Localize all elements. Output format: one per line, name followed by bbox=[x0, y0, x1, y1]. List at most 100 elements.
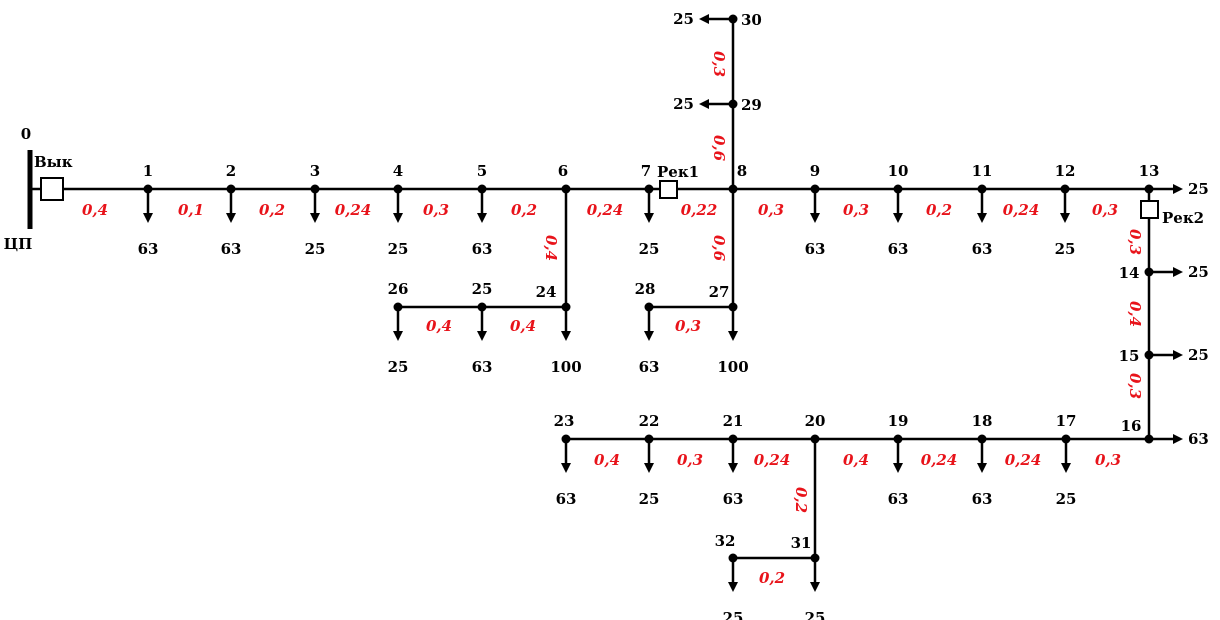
arrow-down-icon bbox=[728, 582, 738, 592]
node-label-7: 7 bbox=[641, 162, 651, 180]
load-32: 25 bbox=[723, 558, 744, 620]
segment-label-8-29: 0,6 bbox=[710, 135, 728, 162]
device-rek1-label: Рек1 bbox=[657, 163, 699, 181]
load-2: 63 bbox=[221, 189, 241, 258]
node-dot-14 bbox=[1144, 267, 1154, 277]
node-dot-22 bbox=[644, 434, 654, 444]
node-label-31: 31 bbox=[791, 534, 812, 552]
node-label-8: 8 bbox=[737, 162, 747, 180]
load-7: 25 bbox=[639, 189, 659, 258]
segment-label-21-22: 0,3 bbox=[677, 451, 703, 469]
segment-label-25-26: 0,4 bbox=[426, 317, 452, 335]
load-label-26: 25 bbox=[388, 358, 409, 376]
node-label-28: 28 bbox=[635, 280, 656, 298]
arrow-down-icon bbox=[644, 213, 654, 223]
segment-label-27-28: 0,3 bbox=[675, 317, 701, 335]
load-label-3: 25 bbox=[305, 240, 326, 258]
node-label-23: 23 bbox=[554, 412, 575, 430]
arrow-down-icon bbox=[226, 213, 236, 223]
load-25: 63 bbox=[472, 307, 492, 376]
node-dot-10 bbox=[893, 184, 903, 194]
load-26: 25 bbox=[388, 307, 409, 376]
load-label-27: 100 bbox=[717, 358, 748, 376]
load-label-28: 63 bbox=[639, 358, 660, 376]
bus-label: ЦП bbox=[4, 235, 33, 253]
node-label-16: 16 bbox=[1121, 417, 1142, 435]
segment-label-8-27: 0,6 bbox=[710, 235, 728, 262]
load-11: 63 bbox=[972, 189, 993, 258]
load-label-21: 63 bbox=[723, 490, 744, 508]
node-label-0: 0 bbox=[21, 125, 31, 143]
load-label-29: 25 bbox=[673, 95, 694, 113]
node-dot-8 bbox=[728, 184, 738, 194]
node-label-32: 32 bbox=[715, 532, 736, 550]
load-12: 25 bbox=[1055, 189, 1076, 258]
load-18: 63 bbox=[972, 439, 993, 508]
segment-label-20-21: 0,24 bbox=[754, 451, 791, 469]
load-label-18: 63 bbox=[972, 490, 993, 508]
device-rek1-box bbox=[659, 180, 678, 199]
load-28: 63 bbox=[639, 307, 660, 376]
segment-label-15-16: 0,3 bbox=[1126, 373, 1144, 399]
load-label-1: 63 bbox=[138, 240, 159, 258]
node-dot-1 bbox=[143, 184, 153, 194]
node-dot-12 bbox=[1060, 184, 1070, 194]
node-label-13: 13 bbox=[1139, 162, 1160, 180]
node-label-26: 26 bbox=[388, 280, 409, 298]
node-label-25: 25 bbox=[472, 280, 493, 298]
load-label-12: 25 bbox=[1055, 240, 1076, 258]
node-label-10: 10 bbox=[888, 162, 909, 180]
node-label-30: 30 bbox=[741, 11, 762, 29]
segment-label-7-8: 0,22 bbox=[681, 201, 718, 219]
node-label-22: 22 bbox=[639, 412, 660, 430]
load-24: 100 bbox=[550, 307, 582, 376]
node-label-14: 14 bbox=[1119, 264, 1140, 282]
load-3: 25 bbox=[305, 189, 326, 258]
device-vyk-label: Вык bbox=[34, 153, 73, 171]
node-label-21: 21 bbox=[723, 412, 744, 430]
arrow-left-icon bbox=[699, 14, 709, 24]
load-9: 63 bbox=[805, 189, 825, 258]
node-dot-29 bbox=[728, 99, 738, 109]
node-label-15: 15 bbox=[1119, 347, 1140, 365]
arrow-down-icon bbox=[810, 213, 820, 223]
segment-label-20-31: 0,2 bbox=[792, 487, 810, 513]
segment-label-3-4: 0,24 bbox=[335, 201, 372, 219]
node-dot-28 bbox=[644, 302, 654, 312]
load-13: 25 bbox=[1149, 180, 1209, 198]
segment-label-22-23: 0,4 bbox=[594, 451, 620, 469]
load-10: 63 bbox=[888, 189, 909, 258]
load-label-11: 63 bbox=[972, 240, 993, 258]
node-dot-19 bbox=[893, 434, 903, 444]
node-label-9: 9 bbox=[810, 162, 820, 180]
arrow-down-icon bbox=[1061, 463, 1071, 473]
node-dot-32 bbox=[728, 553, 738, 563]
node-label-18: 18 bbox=[972, 412, 993, 430]
segment-label-6-7: 0,24 bbox=[587, 201, 624, 219]
load-19: 63 bbox=[888, 439, 908, 508]
load-label-32: 25 bbox=[723, 609, 744, 620]
arrow-down-icon bbox=[477, 213, 487, 223]
node-dot-18 bbox=[977, 434, 987, 444]
arrow-down-icon bbox=[393, 213, 403, 223]
node-dot-9 bbox=[810, 184, 820, 194]
node-dot-13 bbox=[1144, 184, 1154, 194]
node-dot-21 bbox=[728, 434, 738, 444]
device-rek2-label: Рек2 bbox=[1162, 209, 1204, 227]
load-16: 63 bbox=[1149, 430, 1209, 448]
load-label-31: 25 bbox=[805, 609, 826, 620]
load-27: 100 bbox=[717, 307, 749, 376]
segment-label-9-10: 0,3 bbox=[843, 201, 869, 219]
arrow-down-icon bbox=[310, 213, 320, 223]
load-label-13: 25 bbox=[1188, 180, 1209, 198]
node-dot-3 bbox=[310, 184, 320, 194]
node-label-20: 20 bbox=[805, 412, 826, 430]
segment-label-10-11: 0,2 bbox=[926, 201, 952, 219]
load-label-10: 63 bbox=[888, 240, 909, 258]
arrow-down-icon bbox=[143, 213, 153, 223]
arrow-down-icon bbox=[644, 331, 654, 341]
load-5: 63 bbox=[472, 189, 492, 258]
